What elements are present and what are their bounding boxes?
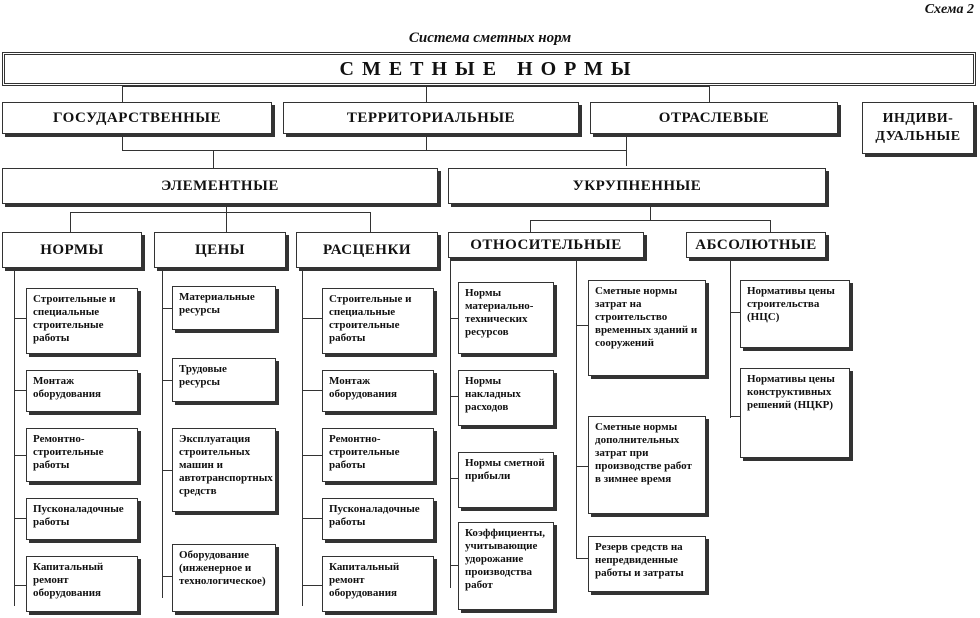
connector: [213, 150, 214, 168]
connector: [162, 380, 172, 381]
connector: [530, 220, 770, 221]
connector: [122, 136, 123, 150]
connector: [576, 558, 588, 559]
connector: [14, 318, 26, 319]
scheme-number: Схема 2: [924, 2, 974, 17]
rates-item: Монтаж оборудования: [322, 370, 434, 412]
relative-item: Нормы сметной прибыли: [458, 452, 554, 508]
connector: [370, 212, 371, 232]
connector: [162, 268, 163, 598]
elemental-box: ЭЛЕМЕНТНЫЕ: [2, 168, 438, 204]
connector: [730, 312, 740, 313]
connector: [450, 258, 451, 588]
connector: [70, 212, 71, 232]
relative-header: ОТНОСИТЕЛЬНЫЕ: [448, 232, 644, 258]
norms-item: Строительные и специальные строительные …: [26, 288, 138, 354]
absolute-item: Нормативы цены конструктивных решений (Н…: [740, 368, 850, 458]
prices-item: Оборудование (инженерное и технологическ…: [172, 544, 276, 612]
connector: [450, 478, 458, 479]
connector: [576, 466, 588, 467]
connector: [14, 585, 26, 586]
norms-item: Монтаж оборудования: [26, 370, 138, 412]
connector: [626, 136, 627, 166]
connector: [709, 86, 710, 102]
prices-header: ЦЕНЫ: [154, 232, 286, 268]
relative-item: Коэффициенты, учитывающие удорожание про…: [458, 522, 554, 610]
individual-norms-box: ИНДИВИ-ДУАЛЬНЫЕ: [862, 102, 974, 154]
relative-item: Сметные нормы затрат на строительство вр…: [588, 280, 706, 376]
norms-header: НОРМЫ: [2, 232, 142, 268]
connector: [302, 585, 322, 586]
relative-item: Нормы материально-технических ресурсов: [458, 282, 554, 354]
connector: [162, 470, 172, 471]
connector: [226, 212, 227, 232]
connector: [70, 212, 370, 213]
rates-item: Строительные и специальные строительные …: [322, 288, 434, 354]
territorial-norms-box: ТЕРРИТОРИАЛЬНЫЕ: [283, 102, 579, 134]
connector: [122, 86, 123, 102]
state-norms-box: ГОСУДАРСТВЕННЫЕ: [2, 102, 272, 134]
connector: [450, 565, 458, 566]
norms-item: Пусконаладочные работы: [26, 498, 138, 540]
rates-header: РАСЦЕНКИ: [296, 232, 438, 268]
absolute-item: Нормативы цены строительства (НЦС): [740, 280, 850, 348]
rates-item: Пусконаладочные работы: [322, 498, 434, 540]
connector: [302, 268, 303, 606]
relative-item: Резерв средств на непредвиденные работы …: [588, 536, 706, 592]
connector: [730, 258, 731, 418]
connector: [162, 576, 172, 577]
connector: [14, 390, 26, 391]
connector: [426, 86, 427, 102]
rates-item: Ремонтно-строительные работы: [322, 428, 434, 482]
industry-norms-box: ОТРАСЛЕВЫЕ: [590, 102, 838, 134]
connector: [14, 455, 26, 456]
prices-item: Трудовые ресурсы: [172, 358, 276, 402]
root-box: СМЕТНЫЕ НОРМЫ: [2, 52, 976, 86]
connector: [122, 86, 710, 87]
prices-item: Материальные ресурсы: [172, 286, 276, 330]
connector: [302, 455, 322, 456]
norms-item: Капитальный ремонт оборудования: [26, 556, 138, 612]
connector: [122, 150, 627, 151]
connector: [650, 204, 651, 220]
relative-item: Сметные нормы дополнительных затрат при …: [588, 416, 706, 514]
connector: [14, 268, 15, 606]
connector: [302, 318, 322, 319]
connector: [530, 220, 531, 232]
aggregated-box: УКРУПНЕННЫЕ: [448, 168, 826, 204]
connector: [302, 390, 322, 391]
absolute-header: АБСОЛЮТНЫЕ: [686, 232, 826, 258]
connector: [576, 325, 588, 326]
connector: [576, 258, 577, 558]
connector: [162, 308, 172, 309]
diagram-caption: Система сметных норм: [408, 30, 572, 46]
rates-item: Капитальный ремонт оборудования: [322, 556, 434, 612]
connector: [226, 204, 227, 212]
connector: [730, 416, 740, 417]
connector: [426, 136, 427, 150]
relative-item: Нормы накладных расходов: [458, 370, 554, 426]
connector: [14, 518, 26, 519]
prices-item: Эксплуатация строительных машин и автотр…: [172, 428, 276, 512]
connector: [302, 518, 322, 519]
connector: [450, 396, 458, 397]
connector: [450, 318, 458, 319]
norms-item: Ремонтно-строительные работы: [26, 428, 138, 482]
connector: [770, 220, 771, 232]
